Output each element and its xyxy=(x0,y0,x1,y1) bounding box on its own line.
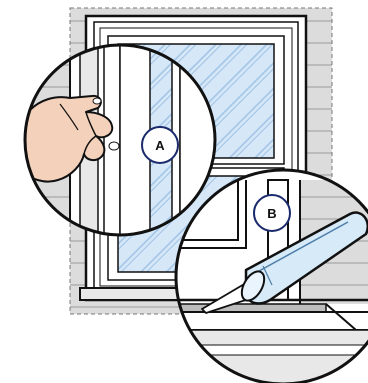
callout-b: B xyxy=(254,195,290,231)
callout-a-label: A xyxy=(155,138,165,153)
callout-a: A xyxy=(142,127,178,163)
callout-b-label: B xyxy=(267,206,276,221)
